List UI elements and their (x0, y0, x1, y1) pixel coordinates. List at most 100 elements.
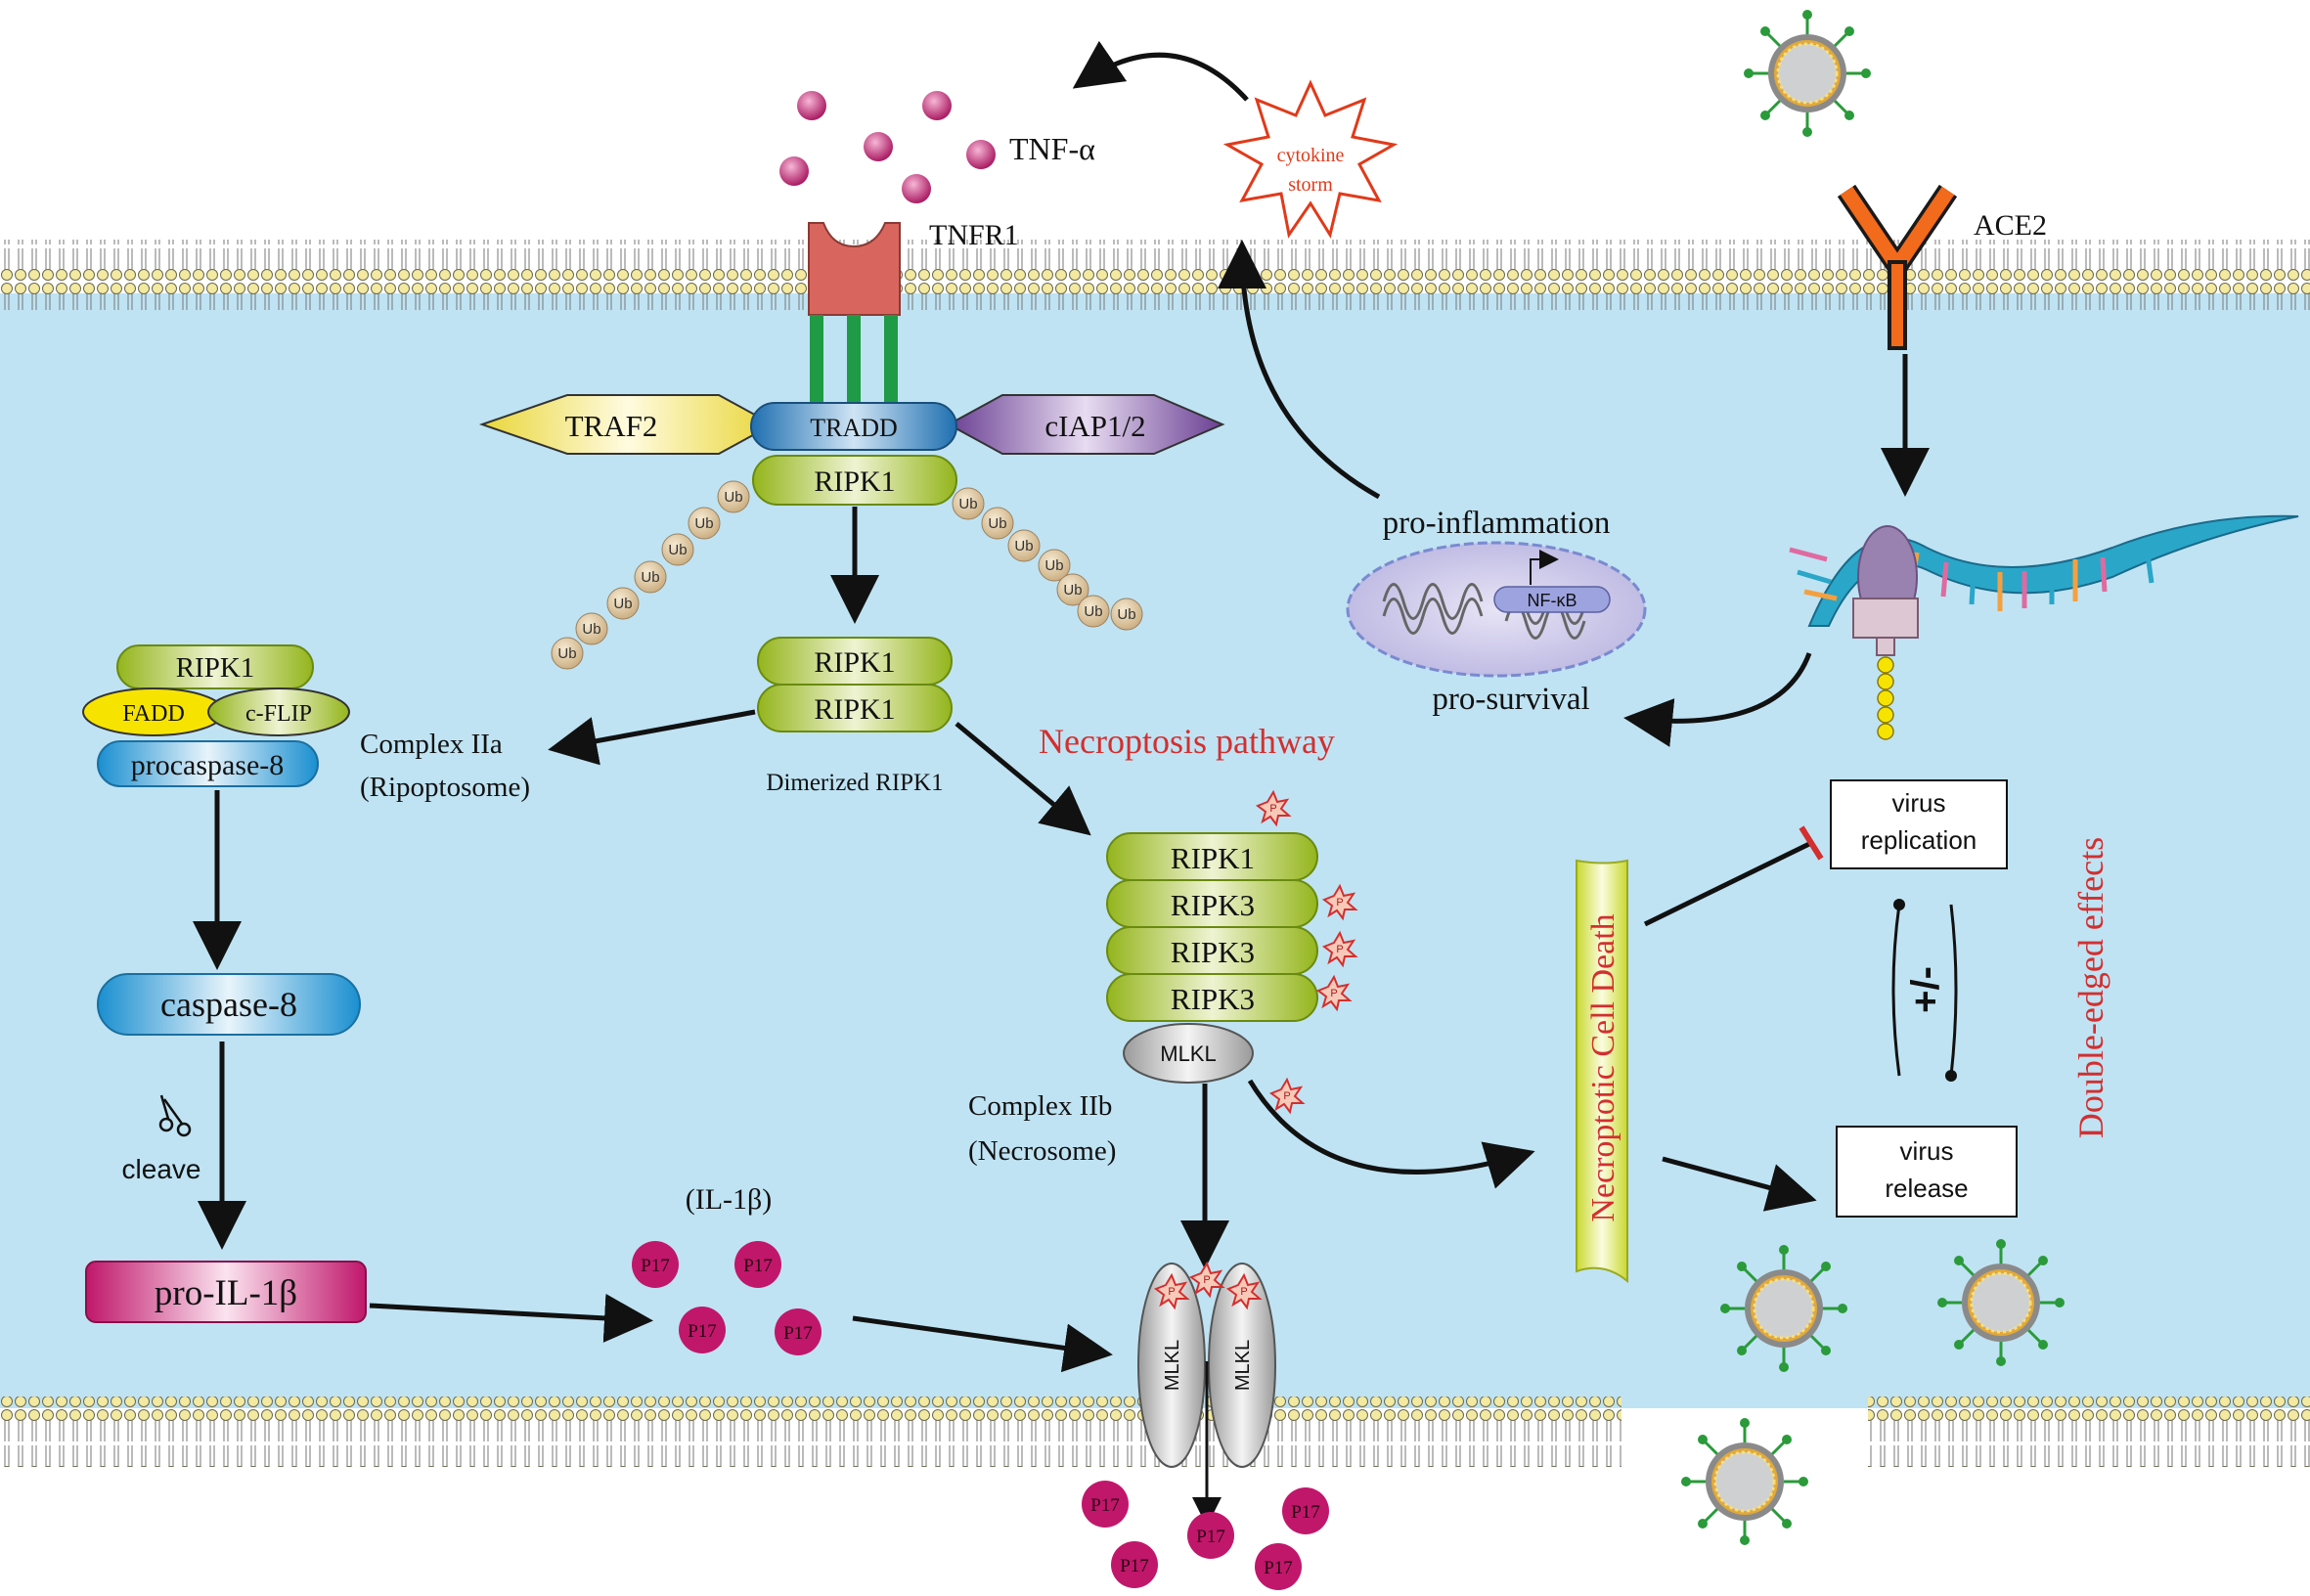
svg-text:Ub: Ub (668, 542, 687, 558)
svg-text:P17: P17 (1120, 1556, 1149, 1576)
svg-text:Ub: Ub (724, 489, 742, 506)
svg-text:P: P (1283, 1090, 1290, 1102)
cleave-label: cleave (122, 1154, 201, 1184)
arrow-pro-il1b-to-il1b (369, 1293, 653, 1343)
svg-text:P17: P17 (641, 1256, 670, 1276)
svg-text:P17: P17 (743, 1256, 773, 1276)
svg-text:RIPK3: RIPK3 (1171, 982, 1255, 1016)
plus-minus-relation: +/- (1891, 899, 1958, 1082)
svg-text:Ub: Ub (1117, 606, 1135, 623)
svg-text:P17: P17 (1264, 1558, 1293, 1578)
svg-text:P: P (1336, 944, 1343, 955)
svg-text:Ub: Ub (613, 596, 632, 612)
tnfr1-label: TNFR1 (929, 219, 1019, 251)
necroptotic-cell-death-bar: Necroptotic Cell Death (1576, 859, 1628, 1284)
cytokine-storm-burst: cytokine storm (1222, 79, 1399, 239)
tnfr1-receptor (808, 222, 901, 408)
phospho-markers-necrosome: P P P P P (1255, 789, 1358, 1115)
svg-text:virus: virus (1892, 788, 1946, 818)
il1b-label: (IL-1β) (686, 1183, 773, 1216)
complex-iib-label: Complex IIb (968, 1090, 1112, 1122)
double-edged-effects-label: Double-edged effects (2071, 837, 2110, 1138)
svg-text:RIPK1: RIPK1 (814, 646, 895, 679)
virus-release-box: virus release (1836, 1126, 2018, 1218)
virus-replication-box: virus replication (1830, 779, 2008, 869)
svg-text:P: P (1336, 897, 1343, 909)
svg-text:P: P (1240, 1286, 1247, 1298)
svg-text:release: release (1885, 1174, 1968, 1203)
svg-text:MLKL: MLKL (1232, 1340, 1254, 1391)
arrow-il1b-to-mlkl-pore (852, 1315, 1113, 1373)
svg-text:P: P (1330, 988, 1337, 999)
svg-text:replication: replication (1861, 825, 1977, 855)
svg-text:FADD: FADD (122, 701, 185, 727)
caspase-8: caspase-8 (97, 973, 361, 1036)
necrosome-label: (Necrosome) (968, 1135, 1116, 1167)
mlkl-pore: MLKL MLKL (1137, 1263, 1276, 1468)
svg-text:P17: P17 (688, 1321, 717, 1342)
svg-text:storm: storm (1288, 174, 1333, 196)
necrosome-complex: RIPK1 RIPK3 RIPK3 RIPK3 MLKL (1106, 832, 1318, 1084)
svg-text:RIPK1: RIPK1 (1171, 841, 1255, 875)
virus-particle-exiting (1679, 1416, 1810, 1547)
ripk1-receptor-bound: RIPK1 (752, 455, 957, 506)
ciap-protein: cIAP1/2 (946, 394, 1225, 455)
svg-text:Ub: Ub (641, 569, 659, 586)
dimerized-ripk1-label: Dimerized RIPK1 (766, 770, 943, 796)
svg-text:Ub: Ub (1084, 603, 1102, 620)
ripoptosome-label: (Ripoptosome) (360, 772, 530, 803)
svg-text:P17: P17 (1291, 1502, 1320, 1523)
svg-text:P: P (1269, 803, 1276, 815)
p17-cluster-intracellular: P17 P17 P17 P17 (632, 1241, 822, 1355)
arrow-dimer-to-complex-iia (548, 709, 756, 766)
svg-text:P: P (1203, 1274, 1210, 1286)
svg-text:MLKL: MLKL (1162, 1340, 1183, 1391)
svg-text:MLKL: MLKL (1160, 1042, 1216, 1066)
arrow-mlkl-to-cell-death (1247, 1079, 1535, 1189)
p17-cluster-released: P17 P17 P17 P17 P17 (1082, 1481, 1329, 1590)
plasma-membrane-bottom-right (1868, 1396, 2310, 1467)
ace2-label: ACE2 (1974, 209, 2047, 242)
ubiquitin-chain-left: Ub Ub Ub Ub Ub Ub Ub (551, 480, 750, 670)
svg-text:cIAP1/2: cIAP1/2 (1044, 409, 1145, 443)
arrow-nucleus-to-storm (1218, 240, 1381, 500)
svg-text:pro-IL-1β: pro-IL-1β (155, 1273, 297, 1313)
svg-text:RIPK1: RIPK1 (814, 693, 895, 726)
svg-text:P17: P17 (1196, 1527, 1225, 1547)
dimerized-ripk1: RIPK1 RIPK1 (757, 637, 953, 732)
virus-particle-released-1 (1718, 1243, 1849, 1374)
virus-particle-top (1744, 10, 1871, 137)
svg-text:RIPK3: RIPK3 (1171, 888, 1255, 922)
complex-iia-label: Complex IIa (360, 729, 503, 760)
plasma-membrane-top (0, 240, 2310, 310)
svg-text:virus: virus (1900, 1136, 1954, 1166)
svg-text:+/-: +/- (1904, 966, 1947, 1013)
svg-text:Ub: Ub (1014, 538, 1033, 554)
phospho-markers-pore: P P P (1153, 1261, 1263, 1310)
viral-rna-strand (1789, 514, 2299, 740)
necroptosis-pathway-label: Necroptosis pathway (1039, 722, 1335, 761)
svg-text:caspase-8: caspase-8 (160, 985, 297, 1024)
pro-il1b: pro-IL-1β (85, 1261, 367, 1323)
svg-text:Ub: Ub (557, 645, 576, 662)
arrow-rna-to-nucleus (1623, 652, 1812, 747)
arrow-cell-death-to-release (1662, 1156, 1817, 1212)
inhibition-cell-death-to-replication (1643, 840, 1813, 927)
svg-text:cytokine: cytokine (1277, 145, 1345, 166)
svg-text:NF-κB: NF-κB (1528, 591, 1577, 610)
ubiquitin-chain-right: Ub Ub Ub Ub Ub Ub Ub (952, 487, 1143, 631)
svg-text:TRADD: TRADD (810, 414, 898, 442)
tradd-protein: TRADD (750, 402, 957, 451)
svg-text:TRAF2: TRAF2 (565, 409, 658, 443)
inhibition-bar-icon (1799, 825, 1824, 861)
svg-text:Ub: Ub (1063, 582, 1082, 598)
virus-particle-released-2 (1935, 1237, 2066, 1368)
nucleus: NF-κB (1346, 541, 1647, 678)
svg-text:P17: P17 (1090, 1495, 1120, 1516)
svg-text:Ub: Ub (988, 515, 1006, 532)
arrow-dimer-to-necrosome (955, 722, 1091, 836)
ripoptosome-complex: RIPK1 FADD c-FLIP procaspase-8 (82, 644, 350, 787)
arrow-storm-to-tnf (1072, 40, 1249, 102)
tnf-alpha-label: TNF-α (1009, 131, 1095, 166)
svg-text:P17: P17 (783, 1323, 813, 1344)
